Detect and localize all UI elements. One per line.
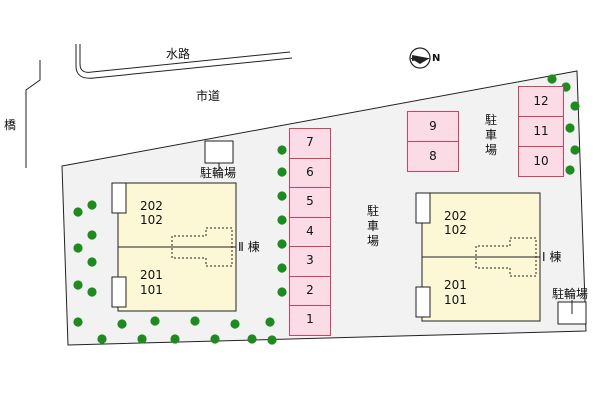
parking-right-label: 駐車場 bbox=[484, 113, 497, 157]
tree-icon bbox=[87, 257, 97, 267]
tree-icon bbox=[73, 280, 83, 290]
parking-stall-4: 4 bbox=[289, 216, 331, 247]
tree-icon bbox=[547, 74, 557, 84]
parking-stall-5: 5 bbox=[289, 187, 331, 218]
tree-icon bbox=[190, 316, 200, 326]
parking-center-label: 駐車場 bbox=[366, 204, 379, 248]
bridge-label: 橋 bbox=[4, 118, 17, 132]
tree-icon bbox=[267, 335, 277, 345]
tree-icon bbox=[87, 287, 97, 297]
bridge-line bbox=[25, 60, 41, 168]
tree-icon bbox=[73, 243, 83, 253]
tree-icon bbox=[97, 334, 107, 344]
building-1 bbox=[415, 192, 541, 322]
tree-icon bbox=[87, 200, 97, 210]
tree-icon bbox=[230, 319, 240, 329]
tree-icon bbox=[170, 334, 180, 344]
building-1-unit-202: 202 bbox=[444, 209, 467, 223]
tree-icon bbox=[247, 334, 257, 344]
tree-icon bbox=[277, 215, 287, 225]
tree-icon bbox=[277, 287, 287, 297]
tree-icon bbox=[73, 207, 83, 217]
waterway-label: 水路 bbox=[166, 47, 191, 61]
bicycle-parking-left-label: 駐輪場 bbox=[200, 166, 237, 180]
bicycle-parking-left-box bbox=[204, 140, 234, 164]
tree-icon bbox=[565, 123, 575, 133]
tree-group bbox=[73, 74, 580, 345]
parking-stall-12: 12 bbox=[518, 86, 564, 117]
tree-icon bbox=[277, 191, 287, 201]
parking-stall-10: 10 bbox=[518, 146, 564, 177]
bicycle-parking-right-label: 駐輪場 bbox=[552, 287, 589, 301]
building-1-unit-201: 201 bbox=[444, 278, 467, 292]
tree-icon bbox=[277, 167, 287, 177]
building-2 bbox=[111, 182, 237, 312]
building-1-unit-101: 101 bbox=[444, 293, 467, 307]
building-2-unit-201: 201 bbox=[140, 268, 163, 282]
parking-stall-8: 8 bbox=[407, 141, 459, 172]
building-2-unit-102: 102 bbox=[140, 213, 163, 227]
building-2-unit-101: 101 bbox=[140, 283, 163, 297]
compass-icon bbox=[409, 47, 431, 69]
tree-icon bbox=[265, 317, 275, 327]
tree-icon bbox=[73, 317, 83, 327]
tree-icon bbox=[277, 239, 287, 249]
compass-north-label: N bbox=[432, 53, 441, 64]
tree-icon bbox=[150, 316, 160, 326]
building-1-label: Ⅰ 棟 bbox=[542, 250, 562, 264]
tree-icon bbox=[210, 334, 220, 344]
building-1-unit-102: 102 bbox=[444, 223, 467, 237]
city-road-label: 市道 bbox=[196, 89, 221, 103]
building-2-unit-202: 202 bbox=[140, 199, 163, 213]
tree-icon bbox=[570, 101, 580, 111]
parking-stall-2: 2 bbox=[289, 275, 331, 306]
parking-stall-3: 3 bbox=[289, 246, 331, 277]
waterway-outline-outer bbox=[75, 44, 293, 79]
tree-icon bbox=[570, 145, 580, 155]
parking-stall-11: 11 bbox=[518, 116, 564, 147]
parking-stall-7: 7 bbox=[289, 128, 331, 159]
parking-stall-9: 9 bbox=[407, 111, 459, 142]
tree-icon bbox=[565, 165, 575, 175]
tree-icon bbox=[87, 230, 97, 240]
tree-icon bbox=[277, 263, 287, 273]
tree-icon bbox=[137, 334, 147, 344]
waterway-outline-inner bbox=[79, 44, 291, 73]
tree-icon bbox=[117, 319, 127, 329]
tree-icon bbox=[277, 145, 287, 155]
building-2-label: Ⅱ 棟 bbox=[238, 240, 260, 254]
parking-stall-6: 6 bbox=[289, 157, 331, 188]
parking-stall-1: 1 bbox=[289, 305, 331, 336]
